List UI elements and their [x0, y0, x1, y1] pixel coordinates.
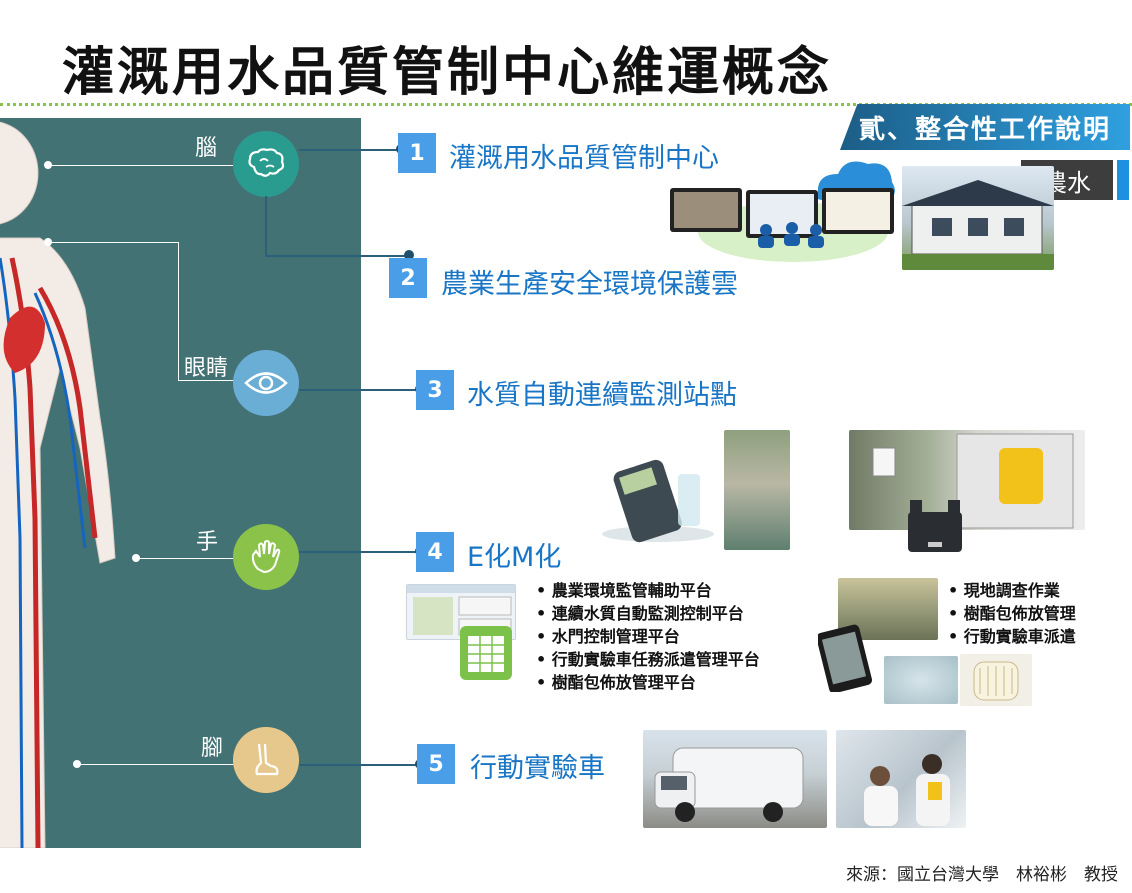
platform-list-item: 連續水質自動監測控制平台 [536, 602, 760, 625]
field-ops-list-item: 現地調查作業 [948, 579, 1076, 602]
item-5-label: 行動實驗車 [470, 753, 605, 784]
item-2-number: 2 [389, 258, 427, 298]
water-gate-photo [724, 430, 790, 550]
organ-label-brain: 腦 [195, 136, 218, 161]
tablet-device-photo [816, 622, 880, 694]
page-title: 灌溉用水品質管制中心維運概念 [62, 43, 833, 103]
platform-list: 農業環境監管輔助平台 連續水質自動監測控制平台 水門控制管理平台 行動實驗車任務… [536, 579, 760, 694]
item-2-label: 農業生產安全環境保護雲 [441, 269, 738, 300]
organ-label-hand: 手 [196, 530, 219, 555]
title-divider [0, 103, 1132, 106]
item-3-number: 3 [416, 370, 454, 410]
platform-list-item: 水門控制管理平台 [536, 625, 760, 648]
section-tag: 貳、整合性工作說明 [840, 104, 1130, 150]
resin-pack-photo [884, 656, 958, 704]
field-ops-list-item: 行動實驗車派遣 [948, 625, 1076, 648]
platform-list-item: 樹酯包佈放管理平台 [536, 671, 760, 694]
platform-list-item: 行動實驗車任務派遣管理平台 [536, 648, 760, 671]
mobile-lab-van-photo [643, 730, 827, 828]
source-credit: 來源：國立台灣大學 林裕彬 教授 [846, 865, 1118, 885]
hand-icon [251, 540, 281, 574]
human-body-illustration [0, 121, 116, 848]
eye-circle [233, 350, 299, 416]
connector-2-dot [404, 250, 414, 260]
control-center-illustration [668, 152, 898, 264]
foot-leader-line [77, 764, 235, 765]
item-4-number: 4 [416, 532, 454, 572]
item-4-label: E化M化 [467, 542, 562, 573]
field-ops-list: 現地調查作業 樹酯包佈放管理 行動實驗車派遣 [948, 579, 1076, 648]
eye-leader-line-vertical [178, 242, 179, 380]
water-meter-photo [598, 452, 716, 544]
sensor-device-photo [904, 498, 966, 556]
item-5-number: 5 [417, 744, 455, 784]
hand-circle [233, 524, 299, 590]
resin-cartridge-photo [960, 654, 1032, 706]
item-1-label: 灌溉用水品質管制中心 [449, 143, 719, 174]
brain-leader-line [48, 165, 234, 166]
item-1-number: 1 [398, 133, 436, 173]
connector-5 [299, 764, 419, 766]
agency-accent-bar [1117, 160, 1129, 200]
organ-label-eyes: 眼睛 [184, 356, 229, 381]
lab-interior-photo [836, 730, 966, 828]
eye-leader-line-top [48, 242, 178, 243]
platform-list-item: 農業環境監管輔助平台 [536, 579, 760, 602]
connector-2-vertical [265, 196, 267, 256]
foot-circle [233, 727, 299, 793]
spreadsheet-icon [458, 624, 514, 682]
foot-icon [255, 743, 279, 776]
connector-1 [299, 149, 399, 151]
connector-2 [265, 255, 407, 257]
field-ops-list-item: 樹酯包佈放管理 [948, 602, 1076, 625]
eye-leader-line-bottom [178, 380, 234, 381]
brain-icon [248, 148, 285, 177]
connector-4 [299, 551, 419, 553]
organ-label-foot: 腳 [201, 736, 224, 761]
brain-circle [233, 131, 299, 197]
monitoring-station-photo [849, 430, 1085, 530]
hand-leader-line [136, 558, 234, 559]
building-photo [902, 166, 1054, 270]
connector-3 [299, 389, 419, 391]
eye-icon [244, 372, 288, 394]
body-diagram-panel: 腦 眼睛 手 腳 [0, 118, 361, 848]
item-3-label: 水質自動連續監測站點 [467, 380, 737, 411]
